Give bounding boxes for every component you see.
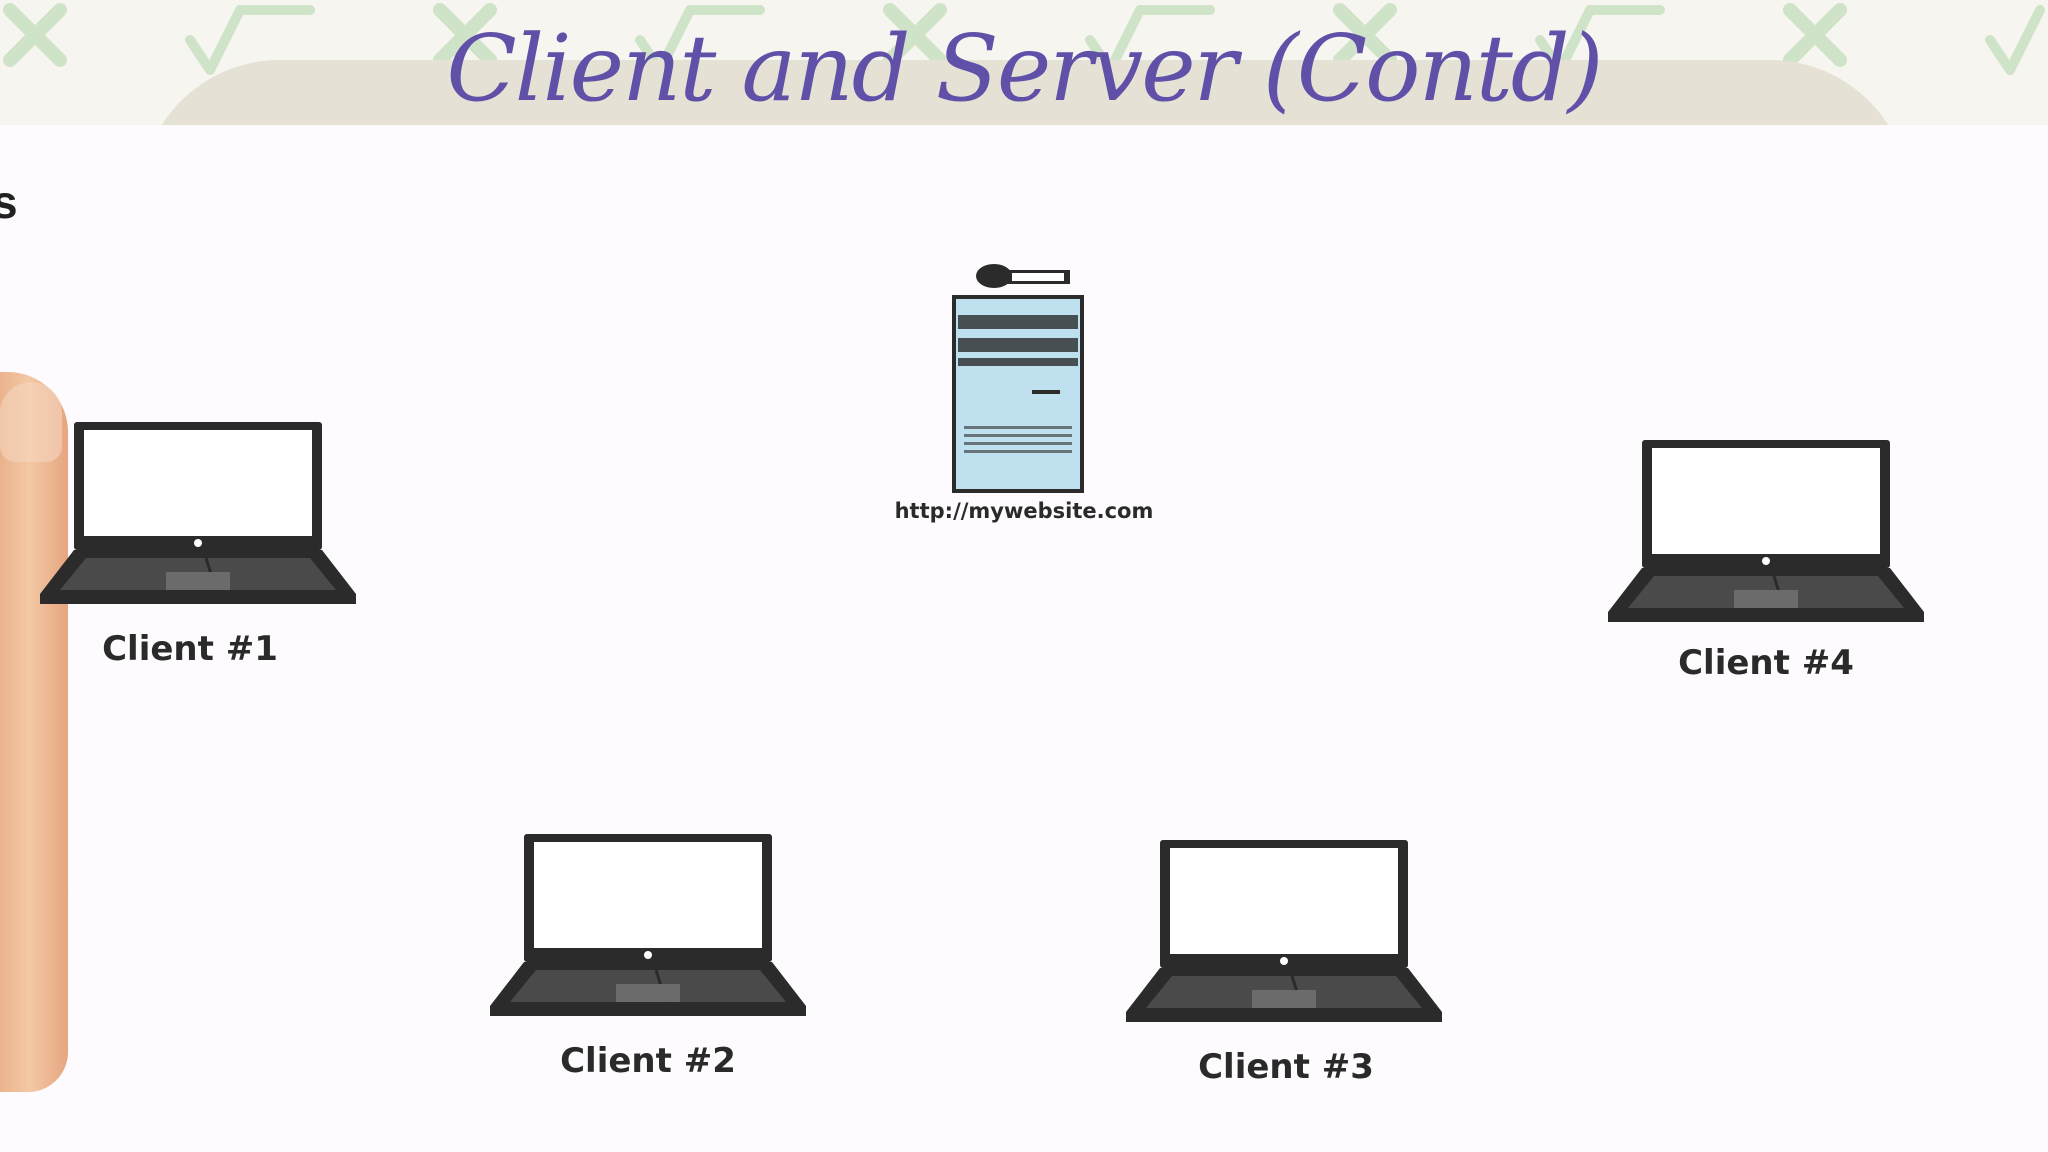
square-root-icon [185,5,315,75]
client-label: Client #1 [102,629,278,669]
server-url: http://mywebsite.com [895,499,1154,523]
client-label: Client #4 [1678,643,1854,683]
client-label: Client #3 [1198,1047,1374,1087]
page-title: Client and Server (Contd) [446,15,1603,122]
client-4: Client #4 [1606,438,1926,683]
server-tower-icon [952,295,1084,493]
partial-heading: s [0,176,18,228]
server: http://mywebsite.com [895,264,1154,523]
laptop-icon [38,420,358,606]
multiply-icon [3,3,67,67]
square-root-icon [1085,5,1215,75]
client-2: Client #2 [488,832,808,1081]
laptop-icon [488,832,808,1018]
background-math-pattern [3,3,2045,75]
server-logo-icon [976,264,1070,288]
square-root-icon [635,5,765,75]
client-label: Client #2 [560,1041,736,1081]
client-3: Client #3 [1124,838,1444,1087]
square-root-icon [1535,5,1665,75]
multiply-icon [883,3,947,67]
multiply-icon [433,3,497,67]
pointing-finger [0,372,68,1092]
laptop-icon [1124,838,1444,1024]
multiply-icon [1333,3,1397,67]
laptop-icon [1606,438,1926,624]
client-1: Client #1 [38,420,358,669]
square-root-icon [1985,5,2045,75]
multiply-icon [1783,3,1847,67]
finger-nail [0,382,62,462]
